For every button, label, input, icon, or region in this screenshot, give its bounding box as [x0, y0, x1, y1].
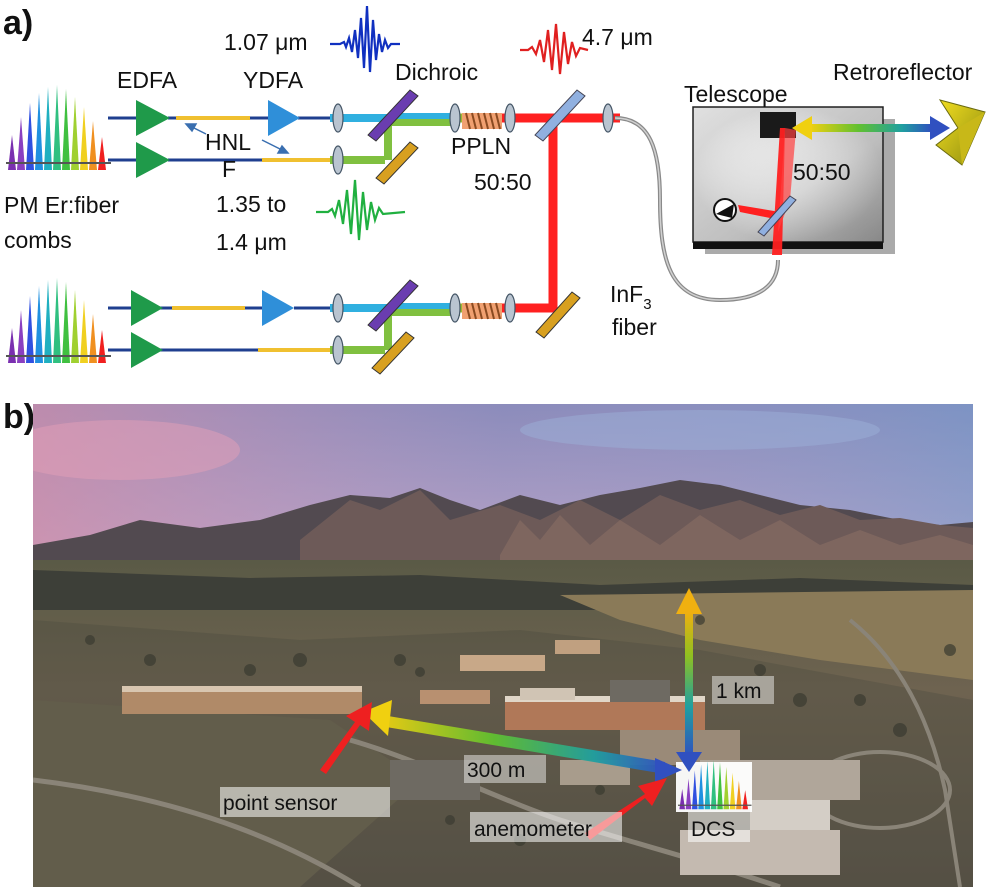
comb-spectrum-icon [5, 277, 112, 364]
lenses [332, 103, 614, 365]
pulse-4-7um-icon [520, 23, 589, 75]
ydfa-amplifier [262, 100, 300, 326]
distance-300m-label: 300 m [467, 759, 525, 782]
panel-b-label: b) [3, 398, 35, 436]
wavelength-1-35-label-line1: 1.35 to [216, 191, 286, 217]
fiber-path-top [108, 116, 330, 162]
anemometer-label: anemometer [474, 818, 592, 841]
dichroic-label: Dichroic [395, 59, 478, 85]
fiber-path-bottom [108, 306, 330, 352]
fiber-label-main: InF [610, 281, 643, 307]
point-sensor-label: point sensor [223, 792, 337, 815]
telescope-label: Telescope [684, 81, 788, 107]
arrow-1km [676, 588, 702, 772]
beam-to-retroreflector [792, 116, 950, 140]
beamsplitter-5050 [534, 89, 586, 142]
ppln-label: PPLN [451, 133, 511, 159]
edfa-label: EDFA [117, 67, 178, 93]
retroreflector-label: Retroreflector [833, 59, 973, 85]
retroreflector-icon [935, 99, 986, 166]
fiber-label-subscript: 3 [643, 296, 651, 313]
edfa-amplifier [131, 100, 170, 368]
hnlf-arrows [184, 123, 290, 154]
fold-mirrors [371, 141, 581, 375]
panel-a-label: a) [3, 4, 33, 42]
fiber-label-line2: fiber [612, 314, 657, 340]
hnlf-label-line1: HNL [205, 129, 251, 155]
telescope-bs-label: 50:50 [793, 159, 851, 185]
pm-combs-label-line1: PM Er:fiber [4, 192, 119, 218]
pm-combs-label-line2: combs [4, 227, 72, 253]
wavelength-4-7-label: 4.7 μm [582, 24, 653, 50]
wavelength-1-35-label-line2: 1.4 μm [216, 229, 287, 255]
hnlf-label-line2: F [222, 156, 236, 182]
fiber-label-line1: InF3 [610, 281, 652, 313]
ppln-crystal [462, 112, 502, 320]
pulse-1-07um-icon [330, 5, 400, 73]
wavelength-1-07-label: 1.07 μm [224, 29, 308, 55]
ydfa-label: YDFA [243, 67, 304, 93]
dcs-label: DCS [691, 818, 735, 841]
pulse-1-35um-icon [316, 179, 406, 241]
dichroic-mirrors [367, 89, 419, 332]
beamsplitter-label: 50:50 [474, 169, 532, 195]
beams-bottom [330, 303, 557, 354]
distance-1km-label: 1 km [716, 680, 762, 703]
comb-spectrum-icon [6, 85, 111, 170]
panel-b-labels [220, 676, 774, 842]
